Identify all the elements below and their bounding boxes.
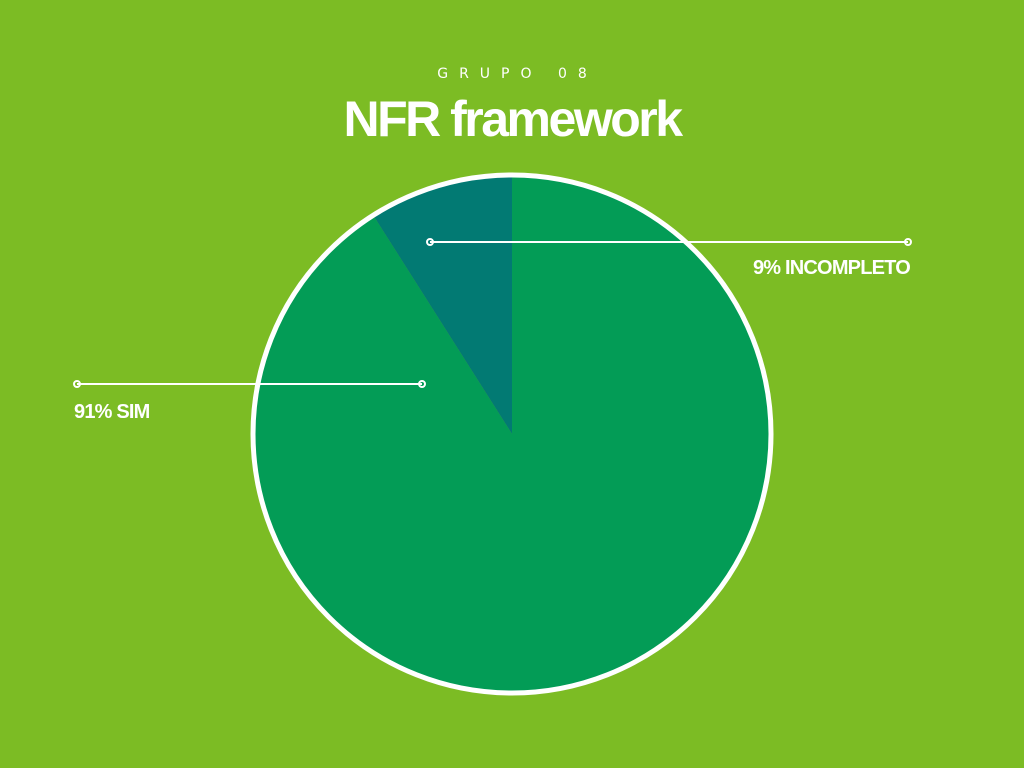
label-sim: 91% SIM <box>74 401 150 423</box>
chart-title: NFR framework <box>343 91 683 147</box>
pie-slice-sim <box>253 175 772 693</box>
leader-line-sim <box>73 380 426 388</box>
label-incompleto: 9% INCOMPLETO <box>753 257 910 279</box>
pie-outline <box>250 172 774 696</box>
pie-slice-incompleto <box>373 175 512 434</box>
chart-subtitle: GRUPO 08 <box>437 66 598 82</box>
pie-slices <box>253 175 772 693</box>
leader-line-incompleto <box>426 238 912 246</box>
